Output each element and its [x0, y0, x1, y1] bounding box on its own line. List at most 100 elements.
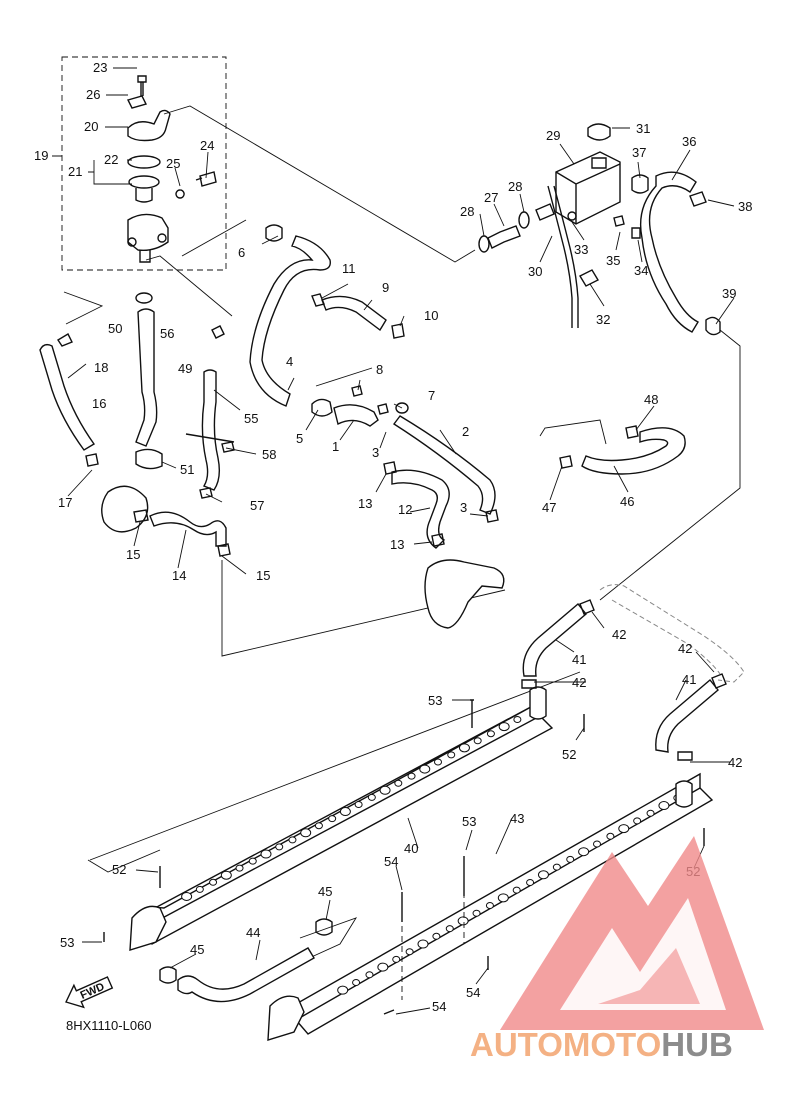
- radiator-hole: [337, 985, 349, 995]
- part-label-41-a: 41: [572, 652, 586, 667]
- part-label-57: 57: [250, 498, 264, 513]
- hose-46-group: [549, 405, 686, 501]
- radiator-hole: [552, 863, 561, 871]
- part-label-17: 17: [58, 495, 72, 510]
- part-label-47: 47: [542, 500, 556, 515]
- part-label-20: 20: [84, 119, 98, 134]
- part-label-13-upper: 13: [358, 496, 372, 511]
- middle-hoses: [249, 224, 505, 629]
- part-label-16: 16: [92, 396, 106, 411]
- part-label-50: 50: [108, 321, 122, 336]
- part-label-2: 2: [462, 424, 469, 439]
- part-label-41-b: 41: [682, 672, 696, 687]
- part-label-33: 33: [574, 242, 588, 257]
- radiator-hole: [417, 939, 429, 949]
- thermostat-assembly: [52, 56, 227, 271]
- part-label-49: 49: [178, 361, 192, 376]
- part-label-15-right: 15: [256, 568, 270, 583]
- radiator-40: [129, 686, 554, 951]
- part-label-42-a: 42: [612, 627, 626, 642]
- radiator-hole: [235, 864, 244, 872]
- part-label-37: 37: [632, 145, 646, 160]
- radiator-hole: [328, 815, 337, 823]
- part-label-9: 9: [382, 280, 389, 295]
- radiator-hole: [485, 902, 494, 910]
- part-label-3-lower: 3: [460, 500, 467, 515]
- part-label-25: 25: [166, 156, 180, 171]
- radiator-hole: [367, 793, 376, 801]
- part-label-6: 6: [238, 245, 245, 260]
- part-label-38: 38: [738, 199, 752, 214]
- radiator-hole: [447, 751, 456, 759]
- fwd-label: FWD: [79, 981, 107, 1002]
- part-label-53-b: 53: [462, 814, 476, 829]
- part-label-22: 22: [104, 152, 118, 167]
- radiator-43: [267, 772, 714, 1041]
- part-label-3-upper: 3: [372, 445, 379, 460]
- part-label-45-b: 45: [190, 942, 204, 957]
- part-label-44: 44: [246, 925, 260, 940]
- radiator-hole: [646, 809, 655, 817]
- radiator-hole: [394, 779, 403, 787]
- watermark-text-automoto: AUTOMOTOHUB: [470, 1026, 733, 1063]
- radiator-hole: [339, 807, 351, 817]
- radiator-hole: [537, 870, 549, 880]
- part-label-56: 56: [160, 326, 174, 341]
- part-label-54-b: 54: [466, 985, 480, 1000]
- radiator-hole: [260, 849, 272, 859]
- watermark-part2: HUB: [661, 1026, 733, 1063]
- fwd-arrow: FWD: [65, 976, 114, 1009]
- part-label-58: 58: [262, 447, 276, 462]
- part-label-35: 35: [606, 253, 620, 268]
- part-label-29: 29: [546, 128, 560, 143]
- radiator-hole: [658, 801, 670, 811]
- part-label-42-d: 42: [728, 755, 742, 770]
- part-label-34: 34: [634, 263, 648, 278]
- part-label-8: 8: [376, 362, 383, 377]
- part-label-54-a: 54: [384, 854, 398, 869]
- part-label-1: 1: [332, 439, 339, 454]
- radiator-hole: [473, 737, 482, 745]
- part-label-5: 5: [296, 431, 303, 446]
- part-label-24: 24: [200, 138, 214, 153]
- part-labels: 23 26 20 19 22 21 25 24 6 11 9 10 50 56 …: [34, 60, 752, 1014]
- left-hoses: [39, 292, 257, 575]
- radiator-hole: [512, 886, 521, 894]
- part-label-4: 4: [286, 354, 293, 369]
- part-label-30: 30: [528, 264, 542, 279]
- radiator-hole: [513, 716, 522, 724]
- part-label-42-c: 42: [572, 675, 586, 690]
- reference-lines: [63, 105, 741, 965]
- radiator-hole: [486, 730, 495, 738]
- part-label-12: 12: [398, 502, 412, 517]
- radiator-hole: [445, 925, 454, 933]
- radiator-hole: [497, 893, 509, 903]
- radiator-hole: [248, 857, 257, 865]
- radiator-hole: [181, 891, 193, 901]
- part-label-48: 48: [644, 392, 658, 407]
- radiator-hole: [352, 978, 361, 986]
- part-label-28-lower: 28: [460, 204, 474, 219]
- radiator-hole: [314, 822, 323, 830]
- radiator-hole: [618, 824, 630, 834]
- part-label-53-a: 53: [428, 693, 442, 708]
- radiator-hole: [458, 743, 470, 753]
- part-label-21: 21: [68, 164, 82, 179]
- radiator-hole: [275, 843, 284, 851]
- radiator-hole: [195, 885, 204, 893]
- radiator-hole: [566, 855, 575, 863]
- radiator-hole: [578, 847, 590, 857]
- part-label-32: 32: [596, 312, 610, 327]
- radiator-hole: [377, 962, 389, 972]
- part-label-40: 40: [404, 841, 418, 856]
- part-label-27: 27: [484, 190, 498, 205]
- radiator-hole: [434, 758, 442, 766]
- part-label-19: 19: [34, 148, 48, 163]
- radiator-hole: [300, 828, 312, 838]
- part-label-23: 23: [93, 60, 107, 75]
- radiator-hole: [220, 870, 232, 880]
- part-label-28-upper: 28: [508, 179, 522, 194]
- part-label-15-left: 15: [126, 547, 140, 562]
- radiator-hole: [498, 722, 510, 732]
